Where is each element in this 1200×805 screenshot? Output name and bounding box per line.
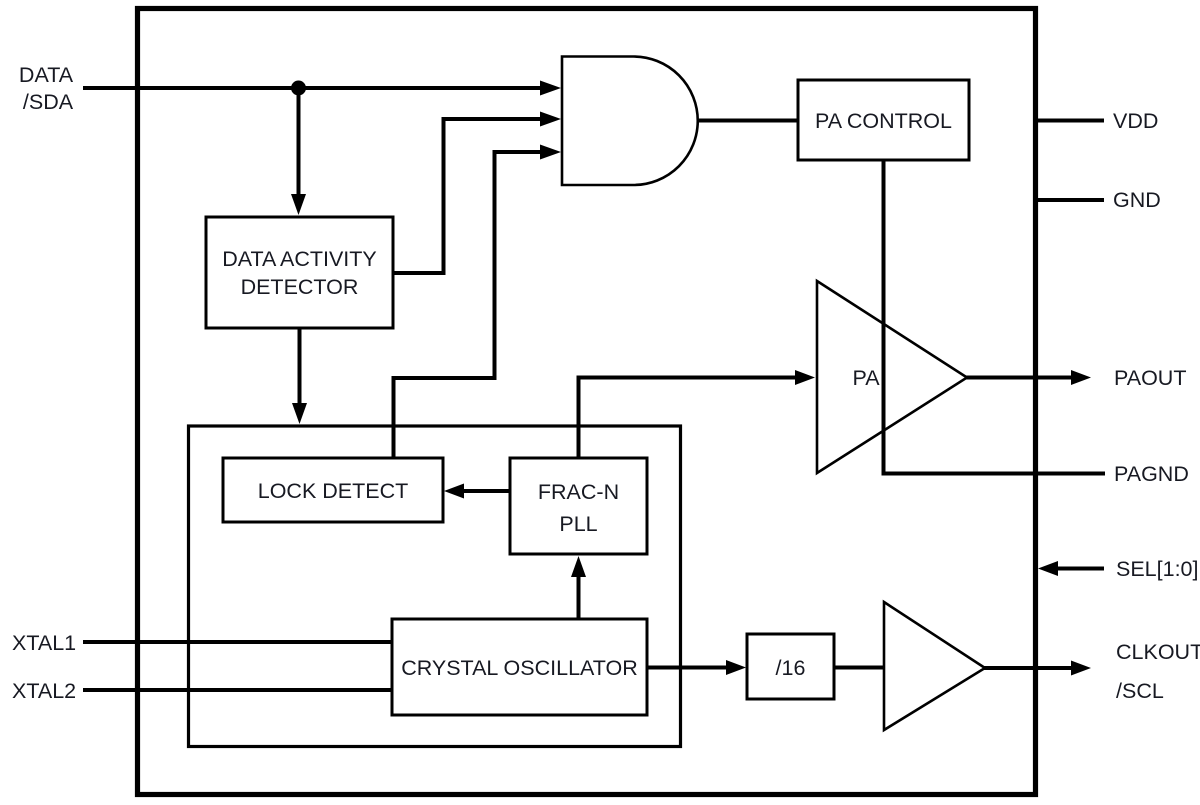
arrowhead-and-input2-icon xyxy=(540,111,561,127)
label-data-activity: DATA ACTIVITY xyxy=(222,247,377,271)
label-divide-by-16: /16 xyxy=(776,656,806,680)
pin-label-scl: /SCL xyxy=(1116,679,1164,703)
pin-label-sda: /SDA xyxy=(23,90,74,114)
arrowhead-into-lock-detect-icon xyxy=(444,483,464,499)
arrowhead-paout-icon xyxy=(1071,370,1091,385)
pin-label-clkout: CLKOUT xyxy=(1116,640,1200,664)
pin-label-data: DATA xyxy=(19,63,74,87)
pin-label-pagnd: PAGND xyxy=(1114,462,1189,486)
label-pa: PA xyxy=(852,366,880,390)
arrowhead-into-divider-icon xyxy=(726,660,746,675)
label-lock-detect: LOCK DETECT xyxy=(258,479,409,503)
label-frac-n: FRAC-N xyxy=(538,480,619,504)
pin-label-sel: SEL[1:0] xyxy=(1116,557,1198,581)
frac-n-pll-block xyxy=(508,456,649,556)
pin-label-paout: PAOUT xyxy=(1114,366,1186,390)
arrowhead-into-pll-icon xyxy=(571,556,586,577)
arrowhead-into-pa-icon xyxy=(795,370,815,385)
arrowhead-clkout-icon xyxy=(1071,660,1091,676)
wire-pa-control-to-pagnd xyxy=(881,160,1105,476)
pin-label-xtal2: XTAL2 xyxy=(12,679,76,703)
wire-lock-detect-to-and xyxy=(391,150,547,458)
arrowhead-and-input1-icon xyxy=(540,80,561,96)
arrowhead-sel-icon xyxy=(1038,561,1058,576)
arrowhead-and-input3-icon xyxy=(540,144,561,160)
pin-label-gnd: GND xyxy=(1113,188,1161,212)
lock-detect-block xyxy=(221,456,445,524)
arrowhead-into-pll-box-icon xyxy=(292,403,307,424)
crystal-oscillator-block xyxy=(390,617,649,717)
wire-pll-to-pa xyxy=(576,375,799,458)
label-pa-control: PA CONTROL xyxy=(815,109,952,133)
label-crystal-oscillator: CRYSTAL OSCILLATOR xyxy=(401,656,638,680)
label-detector: DETECTOR xyxy=(241,275,359,299)
pin-label-xtal1: XTAL1 xyxy=(12,631,76,655)
divide-by-16-block xyxy=(745,632,836,701)
pa-amplifier-triangle xyxy=(815,278,970,476)
data-activity-detector-block xyxy=(204,215,395,330)
and-gate xyxy=(560,55,699,187)
pin-label-vdd: VDD xyxy=(1113,109,1158,133)
arrowhead-into-detector-icon xyxy=(291,194,306,215)
wire-detector-to-and xyxy=(393,117,547,275)
label-pll: PLL xyxy=(559,512,597,536)
